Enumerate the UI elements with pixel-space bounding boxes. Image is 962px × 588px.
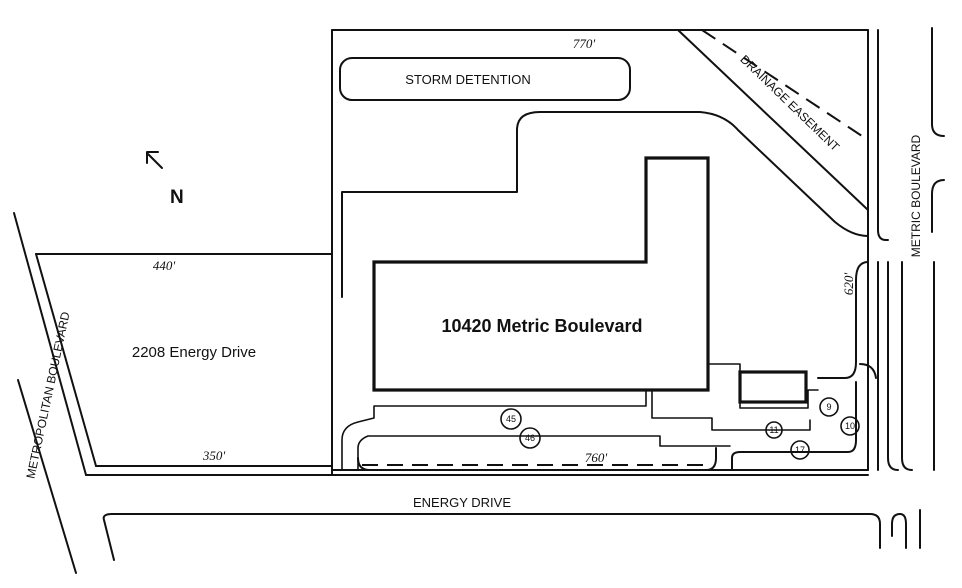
dimension-north-west: 440' xyxy=(153,258,176,273)
parking-lot-outline xyxy=(341,111,869,298)
annex-structure xyxy=(707,363,819,409)
energy-drive-frontage xyxy=(357,381,857,471)
south-drive-island xyxy=(357,435,731,471)
metropolitan-boulevard-street xyxy=(13,212,333,574)
site-marker: 45 xyxy=(500,408,522,430)
site-marker: 11 xyxy=(765,421,783,439)
west-parcel-boundary xyxy=(35,253,333,467)
north-arrow-icon xyxy=(146,151,163,169)
site-marker: 17 xyxy=(790,440,810,460)
north-label: N xyxy=(170,187,184,208)
energy-drive-label: ENERGY DRIVE xyxy=(413,495,511,510)
drainage-easement xyxy=(677,29,869,211)
storm-detention-area xyxy=(339,57,631,101)
site-marker: 46 xyxy=(519,427,541,449)
south-paving-strip xyxy=(341,389,647,471)
dimension-south-main: 760' xyxy=(585,450,608,465)
dimension-north-main: 770' xyxy=(573,36,596,51)
svg-text:11: 11 xyxy=(769,425,778,435)
energy-drive-street xyxy=(102,474,881,561)
dimension-south-west: 350' xyxy=(202,448,226,463)
svg-text:46: 46 xyxy=(525,433,535,443)
svg-text:10: 10 xyxy=(845,421,855,431)
storm-detention-label: STORM DETENTION xyxy=(405,72,530,87)
svg-text:45: 45 xyxy=(506,414,516,424)
annex-building xyxy=(738,370,808,404)
svg-text:9: 9 xyxy=(826,402,831,412)
drainage-easement-label: DRAINAGE EASEMENT xyxy=(737,52,842,154)
main-parcel-address: 10420 Metric Boulevard xyxy=(441,316,642,336)
site-marker: 10 xyxy=(840,416,860,436)
main-building xyxy=(372,156,710,392)
metric-boulevard-street xyxy=(859,27,945,549)
east-drive-outline xyxy=(817,261,869,379)
site-marker: 9 xyxy=(819,397,839,417)
metric-boulevard-label: METRIC BOULEVARD xyxy=(909,134,923,257)
dimension-east: 620' xyxy=(841,273,856,296)
svg-text:17: 17 xyxy=(795,445,805,455)
loading-area xyxy=(651,389,811,431)
west-parcel-address: 2208 Energy Drive xyxy=(132,344,256,361)
